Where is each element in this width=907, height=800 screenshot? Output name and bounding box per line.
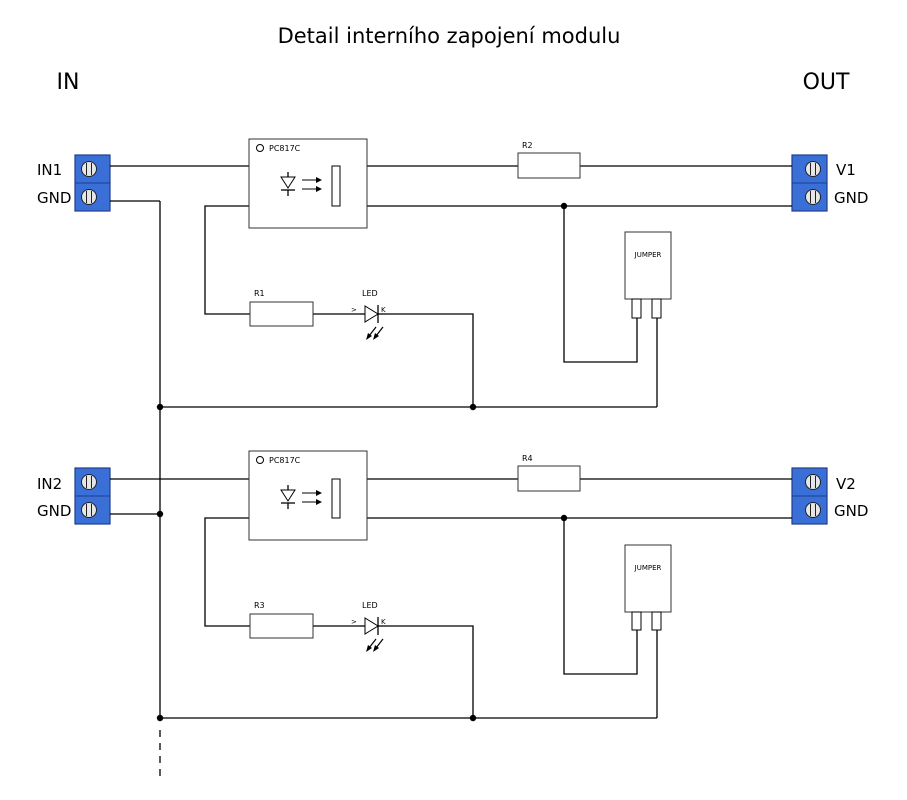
- pin1-marker-icon: [256, 144, 264, 152]
- resistor-label-r3: R3: [254, 601, 265, 610]
- input-side-label: IN: [57, 70, 80, 95]
- led-anode-mark-1: >: [351, 306, 357, 314]
- junction-dot: [156, 403, 164, 411]
- wires-2: [110, 478, 792, 719]
- output-side-label: OUT: [803, 70, 850, 95]
- resistor-r4: R4: [517, 454, 581, 492]
- input-terminal-block-2: [74, 467, 111, 525]
- output-terminal-block-1: [791, 154, 828, 212]
- led-cathode-mark-1: K: [381, 306, 386, 314]
- resistor-icon: [249, 301, 314, 327]
- led-icon: [364, 617, 379, 635]
- jumper-label-1: JUMPER: [634, 251, 662, 259]
- jumper-icon: [624, 231, 672, 300]
- jumper-1: JUMPER: [624, 231, 672, 319]
- phototransistor-icon: [331, 165, 341, 207]
- diagram-title: Detail interního zapojení modulu: [278, 24, 621, 48]
- resistor-icon: [517, 152, 581, 179]
- junction-dot: [469, 403, 477, 411]
- led-cathode-mark-2: K: [381, 618, 386, 626]
- resistor-label-r4: R4: [522, 454, 533, 463]
- led-2: LED > K: [351, 601, 386, 652]
- channel-1: IN1 GND V1 GND: [37, 138, 868, 411]
- phototransistor-icon: [331, 478, 341, 519]
- junction-dot: [156, 714, 164, 722]
- led-label-2: LED: [362, 601, 378, 610]
- output-pin-label-1: V1: [836, 161, 856, 179]
- optocoupler-1: PC817C: [248, 138, 368, 229]
- resistor-r3: R3: [249, 601, 314, 639]
- channel-2: IN2 GND V2 GND: [37, 450, 868, 722]
- led-anode-mark-2: >: [351, 618, 357, 626]
- jumper-label-2: JUMPER: [634, 564, 662, 572]
- output-pin-label-2: V2: [836, 475, 856, 493]
- screw-icon: [81, 502, 97, 518]
- optocoupler-2: PC817C: [248, 450, 368, 541]
- screw-icon: [81, 161, 97, 177]
- optocoupler-label-1: PC817C: [269, 144, 301, 153]
- screw-icon: [81, 189, 97, 205]
- resistor-label-r2: R2: [522, 141, 533, 150]
- pin1-marker-icon: [256, 456, 264, 464]
- screw-icon: [805, 474, 821, 490]
- input-gnd-label-2: GND: [37, 502, 71, 520]
- input-gnd-label-1: GND: [37, 189, 71, 207]
- optocoupler-icon: [248, 138, 368, 229]
- screw-icon: [81, 474, 97, 490]
- led-1: LED > K: [351, 289, 386, 340]
- screw-icon: [805, 502, 821, 518]
- led-icon: [364, 305, 379, 323]
- resistor-r2: R2: [517, 141, 581, 179]
- resistor-icon: [249, 613, 314, 639]
- input-terminal-block-1: [74, 154, 111, 212]
- wires-1: [110, 165, 792, 408]
- screw-icon: [805, 189, 821, 205]
- jumper-pin: [651, 611, 662, 631]
- junction-dot: [560, 202, 568, 210]
- jumper-icon: [624, 544, 672, 613]
- jumper-2: JUMPER: [624, 544, 672, 631]
- input-pin-label-2: IN2: [37, 475, 62, 493]
- optocoupler-label-2: PC817C: [269, 456, 301, 465]
- jumper-pin: [631, 611, 642, 631]
- optocoupler-icon: [248, 450, 368, 541]
- output-gnd-label-1: GND: [834, 189, 868, 207]
- jumper-pin: [631, 298, 642, 319]
- output-gnd-label-2: GND: [834, 502, 868, 520]
- resistor-r1: R1: [249, 289, 314, 327]
- jumper-pin: [651, 298, 662, 319]
- screw-icon: [805, 161, 821, 177]
- junction-dot: [156, 510, 164, 518]
- input-pin-label-1: IN1: [37, 161, 62, 179]
- resistor-icon: [517, 465, 581, 492]
- junction-dot: [560, 514, 568, 522]
- output-terminal-block-2: [791, 467, 828, 525]
- led-label-1: LED: [362, 289, 378, 298]
- resistor-label-r1: R1: [254, 289, 265, 298]
- junction-dot: [469, 714, 477, 722]
